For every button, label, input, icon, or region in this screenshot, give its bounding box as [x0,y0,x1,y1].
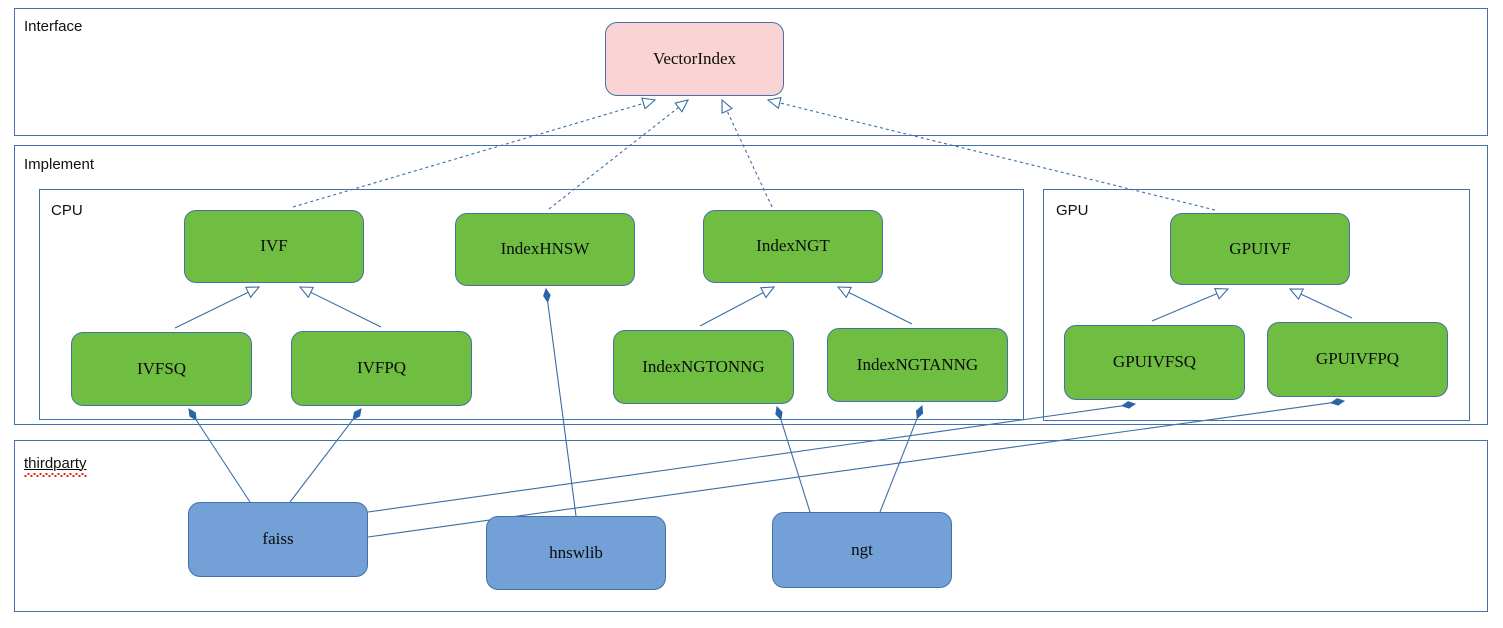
group-label-implement: Implement [24,156,95,173]
class-node-indexngtanng[interactable]: IndexNGTANNG [827,328,1008,402]
class-node-label: IndexHNSW [500,239,590,259]
class-node-ivfpq[interactable]: IVFPQ [291,331,472,406]
group-box-implement [14,145,1488,425]
class-node-indexhnsw[interactable]: IndexHNSW [455,213,635,286]
class-node-label: IndexNGT [756,236,830,256]
class-node-label: GPUIVF [1229,238,1291,258]
class-node-label: IndexNGTANNG [856,354,979,374]
group-label-interface: Interface [24,18,83,35]
class-node-hnswlib[interactable]: hnswlib [486,516,666,590]
class-node-vectorindex[interactable]: VectorIndex [605,22,784,96]
spellcheck-squiggle-icon [24,473,87,477]
class-node-label: IVFSQ [136,358,187,378]
class-node-ivfsq[interactable]: IVFSQ [71,332,252,406]
class-node-label: faiss [262,529,294,549]
class-node-label: GPUIVFSQ [1112,352,1197,372]
class-node-label: VectorIndex [652,48,737,68]
group-box-interface [14,8,1488,136]
class-node-label: hnswlib [549,542,603,562]
group-box-thirdparty [14,440,1488,612]
group-box-cpu [39,189,1024,420]
group-box-gpu [1043,189,1470,421]
class-node-label: IVFPQ [356,358,407,378]
class-node-gpuivfsq[interactable]: GPUIVFSQ [1064,325,1245,400]
class-node-indexngt[interactable]: IndexNGT [703,210,883,283]
class-node-indexngtonng[interactable]: IndexNGTONNG [613,330,794,404]
class-node-gpuivfpq[interactable]: GPUIVFPQ [1267,322,1448,397]
group-label-gpu: GPU [1056,202,1089,219]
class-node-gpuivf[interactable]: GPUIVF [1170,213,1350,285]
class-node-faiss[interactable]: faiss [188,502,368,577]
class-node-ngt[interactable]: ngt [772,512,952,588]
class-node-label: IVF [260,236,288,256]
group-label-cpu: CPU [51,202,83,219]
class-node-label: GPUIVFPQ [1315,349,1400,369]
class-node-ivf[interactable]: IVF [184,210,364,283]
group-label-thirdparty: thirdparty [24,456,87,477]
class-node-label: IndexNGTONNG [642,356,765,376]
class-node-label: ngt [851,539,873,559]
